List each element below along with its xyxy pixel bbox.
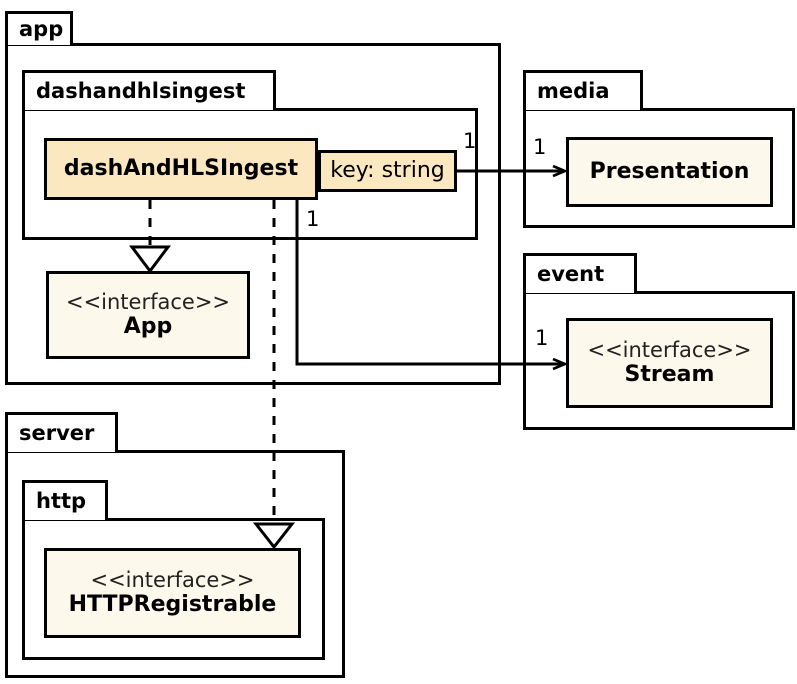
multiplicity-stream-source: 1	[306, 207, 320, 231]
interface-http-registrable-name: HTTPRegistrable	[68, 591, 277, 617]
interface-stream-stereotype: <<interface>>	[587, 337, 752, 362]
package-event-tab: event	[523, 253, 637, 293]
package-server-tab: server	[5, 412, 118, 452]
package-dashandhlsingest-label: dashandhlsingest	[36, 79, 246, 103]
package-server-label: server	[19, 421, 95, 445]
package-http-tab: http	[22, 480, 108, 520]
class-presentation-name: Presentation	[589, 158, 750, 184]
package-app-tab: app	[5, 11, 73, 45]
interface-stream[interactable]: <<interface>> Stream	[566, 318, 773, 408]
package-media-label: media	[537, 79, 610, 103]
qualifier-key-string[interactable]: key: string	[318, 150, 457, 192]
multiplicity-stream-target: 1	[535, 326, 549, 350]
class-dash-and-hls-ingest-name: dashAndHLSIngest	[63, 155, 299, 181]
package-dashandhlsingest-tab: dashandhlsingest	[22, 70, 276, 110]
interface-http-registrable[interactable]: <<interface>> HTTPRegistrable	[44, 548, 301, 638]
interface-app[interactable]: <<interface>> App	[46, 271, 250, 359]
interface-stream-name: Stream	[624, 361, 715, 387]
interface-app-stereotype: <<interface>>	[65, 289, 231, 314]
interface-http-registrable-stereotype: <<interface>>	[90, 567, 255, 592]
package-http-label: http	[36, 489, 87, 513]
class-presentation[interactable]: Presentation	[566, 137, 773, 207]
multiplicity-qualifier-source: 1	[463, 129, 477, 153]
qualifier-key-string-label: key: string	[330, 158, 445, 183]
package-app-label: app	[19, 17, 64, 41]
package-media-tab: media	[523, 70, 643, 110]
class-dash-and-hls-ingest[interactable]: dashAndHLSIngest	[44, 138, 318, 200]
multiplicity-presentation-target: 1	[533, 135, 547, 159]
package-event-label: event	[537, 262, 605, 286]
interface-app-name: App	[123, 313, 173, 339]
